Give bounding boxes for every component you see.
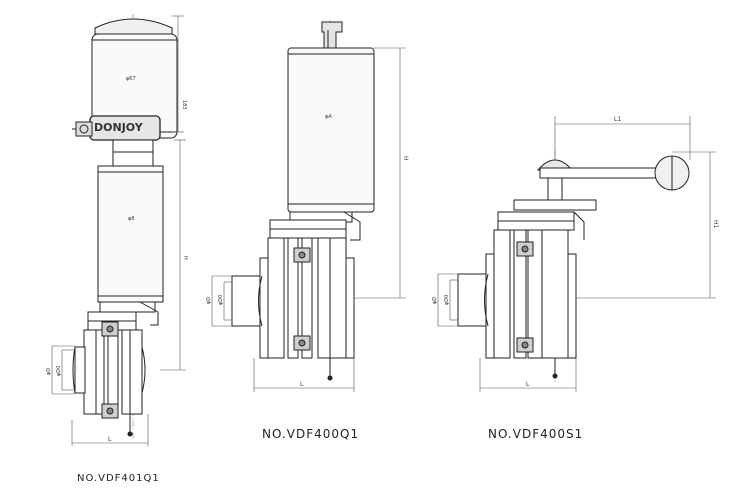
dim-c-length: L (526, 381, 530, 388)
dim-c-handle-height: H1 (712, 220, 719, 229)
dim-b-d0: φD0 (218, 295, 224, 305)
dim-a-d: φD (46, 368, 52, 375)
caption-vdf400s1: NO.VDF400S1 (488, 427, 584, 441)
dim-b-d: φD (206, 297, 212, 304)
drawing-vdf400q1 (231, 20, 375, 381)
dim-b-length: L (300, 381, 304, 388)
dimensions-vdf400s1 (437, 116, 716, 392)
dim-a-d0: φD0 (56, 366, 62, 376)
dim-c-handle-length: L1 (614, 116, 621, 123)
dim-a-body-dia: φ8 (128, 216, 134, 222)
dim-a-top-height: 183 (181, 100, 187, 110)
caption-vdf401q1: NO.VDF401Q1 (77, 473, 160, 484)
dim-c-d: φD (432, 297, 438, 304)
dim-b-body-dia: φA (325, 114, 332, 120)
dim-a-length: L (108, 436, 112, 443)
dim-c-d0: φD0 (444, 295, 450, 305)
dim-a-height: H (182, 256, 188, 260)
drawing-vdf401q1 (72, 14, 178, 440)
drawing-vdf400s1 (457, 150, 690, 382)
dimensions-vdf401q1 (51, 15, 186, 446)
brand-logo-text: DONJOY (94, 121, 144, 134)
dim-b-height: H (402, 156, 409, 161)
dimensions-vdf400q1 (211, 47, 406, 392)
caption-vdf400q1: NO.VDF400Q1 (262, 427, 360, 441)
dim-a-top-width: φ67 (126, 76, 136, 82)
